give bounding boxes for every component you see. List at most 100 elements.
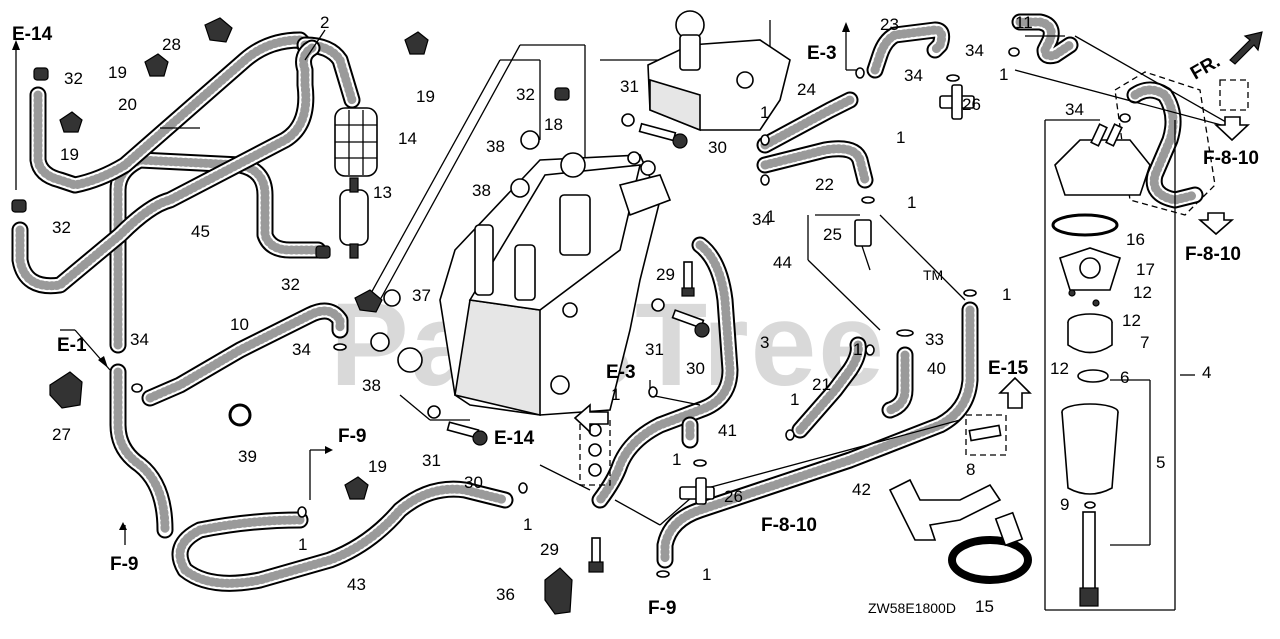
- part-number-label: 45: [191, 222, 210, 241]
- part-number-label: 18: [544, 115, 563, 134]
- part-number-label: 1: [702, 565, 711, 584]
- part-number-label: 19: [60, 145, 79, 164]
- part-number-label: 25: [823, 225, 842, 244]
- part-number-label: 5: [1156, 453, 1165, 472]
- part-number-label: 40: [927, 359, 946, 378]
- part-number-label: 24: [797, 80, 816, 99]
- part-number-label: 28: [162, 35, 181, 54]
- direction-label: FR.: [1187, 51, 1224, 84]
- part-number-label: 29: [656, 265, 675, 284]
- part-number-label: 21: [812, 375, 831, 394]
- hose-20: [29, 31, 314, 194]
- part-number-label: 34: [130, 330, 149, 349]
- part-number-label: 39: [238, 447, 257, 466]
- part-number-label: 23: [880, 15, 899, 34]
- part-number-label: 38: [472, 181, 491, 200]
- hose-4-right: [1126, 81, 1204, 209]
- reference-label: E-15: [988, 358, 1029, 379]
- part-number-label: 1: [790, 390, 799, 409]
- hose-43: [171, 480, 514, 592]
- part-number-label: 1: [611, 385, 620, 404]
- part-number-label: 19: [368, 457, 387, 476]
- part-number-label: 22: [815, 175, 834, 194]
- hose-42: [656, 301, 979, 569]
- part-number-label: 30: [686, 359, 705, 378]
- part-number-label: 6: [1120, 368, 1129, 387]
- part-number-label: 1: [896, 128, 905, 147]
- reference-label: F-9: [648, 598, 677, 619]
- hose-23: [866, 21, 951, 79]
- part-number-label: 8: [966, 460, 975, 479]
- part-number-label: 1: [1002, 285, 1011, 304]
- part-number-label: 42: [852, 480, 871, 499]
- hose-e1: [109, 363, 174, 539]
- part-number-label: 1: [523, 515, 532, 534]
- trademark-mark: TM: [923, 267, 943, 283]
- part-number-label: 38: [362, 376, 381, 395]
- reference-label: F-8-10: [761, 515, 817, 536]
- part-number-label: 1: [853, 340, 862, 359]
- part-number-label: 30: [708, 138, 727, 157]
- hose-10: [141, 302, 349, 407]
- reference-label: E-3: [807, 43, 837, 64]
- part-number-label: 32: [64, 69, 83, 88]
- band: [948, 511, 1032, 584]
- part-number-label: 26: [962, 95, 981, 114]
- part-number-label: 34: [752, 210, 771, 229]
- hose-2b: [11, 39, 321, 295]
- part-number-label: 1: [298, 535, 307, 554]
- fittings: [11, 17, 1131, 615]
- strainer: [334, 107, 378, 177]
- part-number-label: 43: [347, 575, 366, 594]
- hose-40: [881, 346, 914, 419]
- part-number-label: 14: [398, 129, 417, 148]
- reference-label: F-8-10: [1185, 244, 1241, 265]
- part-number-label: 12: [1122, 311, 1141, 330]
- part-number-label: 1: [766, 207, 775, 226]
- reference-label: E-14: [494, 428, 535, 449]
- reference-label: F-8-10: [1203, 148, 1259, 169]
- part-number-label: 4: [1202, 363, 1211, 382]
- part-number-label: 12: [1133, 283, 1152, 302]
- part-number-label: 29: [540, 540, 559, 559]
- part-number-label: 31: [620, 77, 639, 96]
- leader-lines: [12, 20, 1241, 611]
- hose-11: [1011, 13, 1079, 65]
- part-number-label: 37: [412, 286, 431, 305]
- hoses: [11, 13, 1204, 592]
- part-number-label: 15: [975, 597, 994, 616]
- part-number-label: 7: [1140, 333, 1149, 352]
- part-number-label: 19: [416, 87, 435, 106]
- part-number-label: 13: [373, 183, 392, 202]
- reference-label: E-1: [57, 335, 87, 356]
- part-number-label: 36: [496, 585, 515, 604]
- part-number-label: 27: [52, 425, 71, 444]
- part-number-label: 17: [1136, 260, 1155, 279]
- part-number-label: 41: [718, 421, 737, 440]
- vapor-separator-assembly: [397, 151, 672, 417]
- part-number-label: 32: [52, 218, 71, 237]
- part-number-label: 16: [1126, 230, 1145, 249]
- part-number-label: 44: [773, 253, 792, 272]
- reference-label: E-14: [12, 24, 53, 45]
- part-number-label: 10: [230, 315, 249, 334]
- part-number-label: 9: [1060, 495, 1069, 514]
- part-number-label: 12: [1050, 359, 1069, 378]
- part-number-label: 1: [999, 65, 1008, 84]
- part-number-label: 3: [760, 333, 769, 352]
- part-number-label: 34: [965, 41, 984, 60]
- part-number-label: 30: [464, 473, 483, 492]
- hose-24: [756, 91, 859, 154]
- reference-label: E-3: [606, 362, 636, 383]
- water-separator-stack: [1051, 123, 1151, 607]
- part-number-label: 32: [516, 85, 535, 104]
- reference-arrows: [573, 31, 1263, 434]
- part-number-label: 33: [925, 330, 944, 349]
- part-number-label: 20: [118, 95, 137, 114]
- part-number-label: 11: [1015, 13, 1033, 32]
- reference-label: F-9: [338, 426, 367, 447]
- fuel-pump-housing: [647, 10, 791, 132]
- bracket: [888, 424, 1002, 541]
